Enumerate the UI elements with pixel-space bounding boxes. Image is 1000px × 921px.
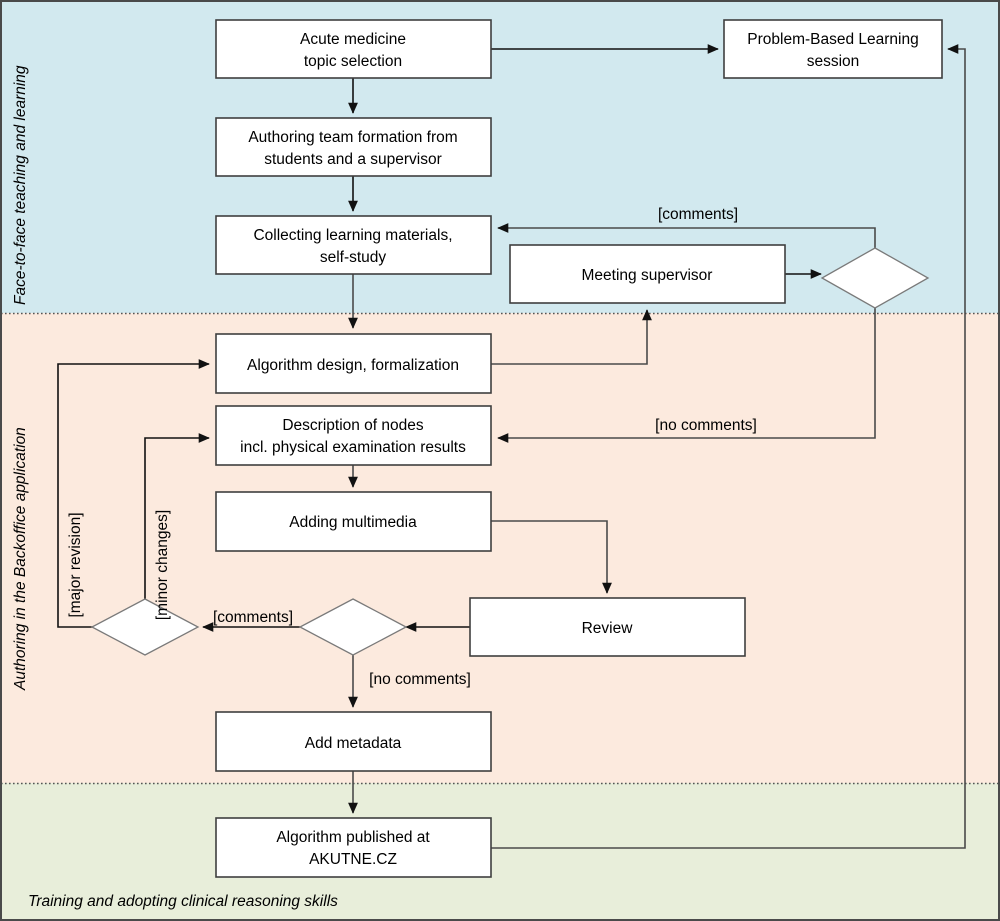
node-team-formation-line1: Authoring team formation from (248, 129, 457, 146)
node-topic-selection-line2: topic selection (304, 53, 402, 70)
edge-label-no-comments-top: [no comments] (655, 417, 757, 434)
node-pbl-session[interactable]: Problem-Based Learning session (723, 19, 943, 79)
node-algorithm-published-line2: AKUTNE.CZ (309, 851, 397, 868)
edge-decision-supervisor-comments (497, 223, 876, 248)
node-meeting-supervisor-label: Meeting supervisor (582, 267, 713, 284)
edge-multimedia-to-review (491, 520, 612, 594)
band-backoffice (1, 313, 999, 783)
node-collecting-materials[interactable]: Collecting learning materials, self-stud… (215, 215, 492, 275)
edge-decision-supervisor-no-comments (497, 308, 876, 443)
edge-label-comments-review: [comments] (213, 609, 293, 626)
node-collecting-materials-line2: self-study (320, 249, 387, 266)
node-add-metadata[interactable]: Add metadata (215, 711, 492, 772)
node-decision-supervisor[interactable] (820, 247, 930, 309)
node-decision-review[interactable] (298, 598, 408, 656)
node-topic-selection[interactable]: Acute medicine topic selection (215, 19, 492, 79)
node-team-formation-line2: students and a supervisor (264, 151, 442, 168)
node-adding-multimedia[interactable]: Adding multimedia (215, 491, 492, 552)
edge-label-major-revision: [major revision] (67, 512, 84, 617)
edge-published-to-pbl (491, 44, 966, 849)
node-collecting-materials-line1: Collecting learning materials, (253, 227, 452, 244)
node-decision-revision[interactable] (90, 598, 200, 656)
node-algorithm-design[interactable]: Algorithm design, formalization (215, 333, 492, 394)
node-algorithm-design-label: Algorithm design, formalization (247, 357, 459, 374)
edge-label-minor-changes: [minor changes] (154, 510, 171, 620)
node-review[interactable]: Review (469, 597, 746, 657)
node-description-nodes-line1: Description of nodes (282, 417, 424, 434)
node-algorithm-published-line1: Algorithm published at (276, 829, 430, 846)
edge-minor-changes (144, 433, 210, 600)
band-training (1, 783, 999, 920)
node-review-label: Review (582, 620, 634, 637)
edge-major-revision (57, 359, 210, 628)
node-description-nodes[interactable]: Description of nodes incl. physical exam… (215, 405, 492, 466)
node-add-metadata-label: Add metadata (305, 735, 402, 752)
node-meeting-supervisor[interactable]: Meeting supervisor (509, 244, 786, 304)
band-label-training: Training and adopting clinical reasoning… (28, 893, 338, 910)
band-label-teaching: Face-to-face teaching and learning (12, 65, 29, 305)
node-algorithm-published[interactable]: Algorithm published at AKUTNE.CZ (215, 817, 492, 878)
node-topic-selection-line1: Acute medicine (300, 31, 406, 48)
edge-label-no-comments-review: [no comments] (369, 671, 471, 688)
edge-label-comments-top: [comments] (658, 206, 738, 223)
node-pbl-session-line2: session (807, 53, 860, 70)
node-adding-multimedia-label: Adding multimedia (289, 514, 417, 531)
node-team-formation[interactable]: Authoring team formation from students a… (215, 117, 492, 177)
node-pbl-session-line1: Problem-Based Learning (747, 31, 918, 48)
edge-design-to-meeting (491, 309, 652, 365)
band-label-backoffice: Authoring in the Backoffice application (12, 427, 29, 691)
node-description-nodes-line2: incl. physical examination results (240, 439, 466, 456)
